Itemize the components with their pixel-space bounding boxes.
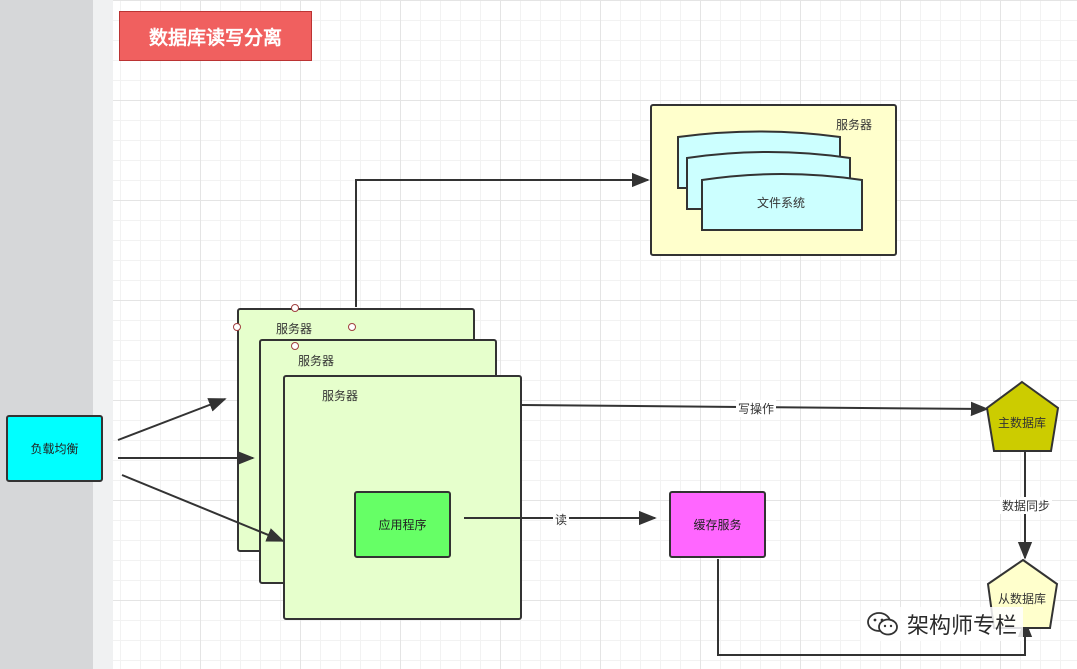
edge-label-read: 读 — [553, 511, 570, 528]
edge-label-sync: 数据同步 — [1000, 497, 1053, 514]
slave-db-label: 从数据库 — [998, 592, 1047, 606]
diagram-title[interactable]: 数据库读写分离 — [119, 11, 312, 61]
server-label-middle: 服务器 — [298, 354, 335, 368]
edge-cache-to-slave — [717, 559, 1033, 656]
selection-handle — [291, 304, 299, 312]
edge-lb-to-server-front — [121, 474, 285, 542]
file-system-label: 文件系统 — [757, 196, 806, 210]
selection-handle — [348, 323, 356, 331]
file-server-label: 服务器 — [836, 118, 873, 132]
selection-handle — [233, 323, 241, 331]
master-db-label: 主数据库 — [998, 416, 1047, 430]
master-db-shape — [985, 380, 1060, 452]
app-box[interactable]: 应用程序 — [354, 491, 451, 558]
edge-server-to-file-server — [355, 172, 650, 307]
watermark-text: 架构师专栏 — [907, 614, 1018, 639]
selection-handle — [291, 342, 299, 350]
left-panel-edge — [93, 0, 113, 669]
server-label-front: 服务器 — [322, 389, 359, 403]
server-label-back: 服务器 — [276, 322, 313, 336]
load-balancer-box[interactable]: 负载均衡 — [6, 415, 103, 482]
left-panel — [0, 0, 93, 669]
cache-service-box[interactable]: 缓存服务 — [669, 491, 766, 558]
wechat-icon — [867, 612, 898, 636]
edge-label-write: 写操作 — [736, 400, 777, 417]
file-system-doc-front — [701, 173, 863, 231]
watermark: 架构师专栏 — [861, 607, 1024, 641]
edge-lb-to-server-top — [117, 398, 227, 441]
